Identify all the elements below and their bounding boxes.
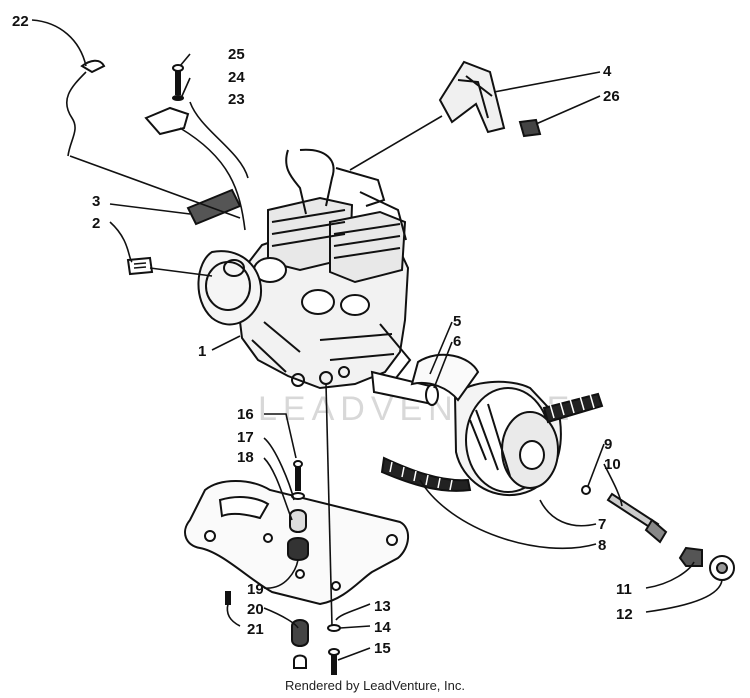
misc-parts <box>80 59 542 276</box>
callout-20: 20 <box>247 601 264 618</box>
callout-2: 2 <box>92 215 100 232</box>
mount-hardware <box>225 460 341 675</box>
callout-26: 26 <box>603 88 620 105</box>
callout-7: 7 <box>598 516 606 533</box>
callout-19: 19 <box>247 581 264 598</box>
footer-credit: Rendered by LeadVenture, Inc. <box>285 678 465 693</box>
callout-23: 23 <box>228 91 245 108</box>
callout-16: 16 <box>237 406 254 423</box>
callout-21: 21 <box>247 621 264 638</box>
callout-8: 8 <box>598 537 606 554</box>
crankshaft-stub <box>370 370 439 406</box>
callout-1: 1 <box>198 343 206 360</box>
drive-belt <box>380 392 604 492</box>
callout-9: 9 <box>604 436 612 453</box>
engine-assembly <box>197 148 412 390</box>
callout-17: 17 <box>237 429 254 446</box>
callout-11: 11 <box>616 581 632 598</box>
callout-numbers: 1 2 3 4 5 6 7 8 9 10 11 12 13 14 15 16 1… <box>12 13 633 657</box>
clutch-bolt-hardware <box>581 485 735 581</box>
callout-12: 12 <box>616 606 633 623</box>
callout-15: 15 <box>374 640 391 657</box>
drive-clutch <box>410 353 562 497</box>
callout-14: 14 <box>374 619 391 636</box>
callout-5: 5 <box>453 313 461 330</box>
callout-18: 18 <box>237 449 254 466</box>
callout-24: 24 <box>228 69 245 86</box>
callout-6: 6 <box>453 333 461 350</box>
callout-13: 13 <box>374 598 391 615</box>
leader-lines <box>31 19 723 661</box>
callout-4: 4 <box>603 63 612 80</box>
callout-3: 3 <box>92 193 100 210</box>
callout-22: 22 <box>12 13 29 30</box>
callout-25: 25 <box>228 46 245 63</box>
callout-10: 10 <box>604 456 621 473</box>
